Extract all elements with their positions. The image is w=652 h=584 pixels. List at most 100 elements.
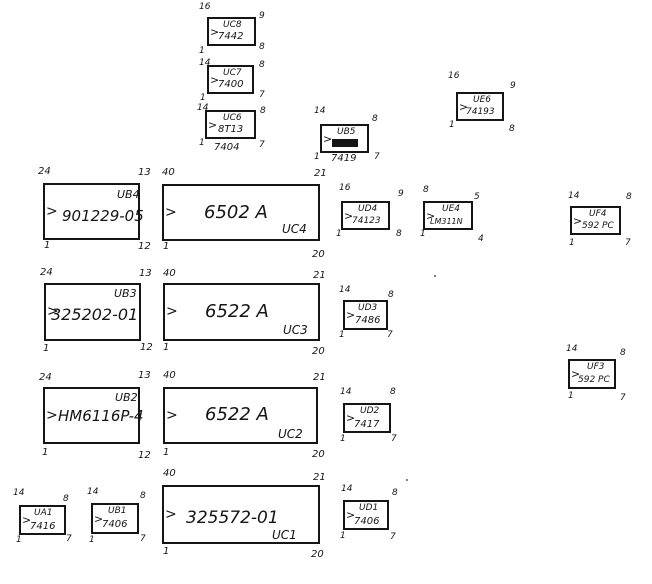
pin-label: 20 [311, 549, 324, 560]
pin1-notch: > [346, 308, 356, 322]
pin1-notch: > [210, 73, 220, 86]
pin-label: 7 [66, 534, 72, 544]
chip-ref: UC8 [223, 20, 242, 30]
pin1-notch: > [346, 411, 356, 425]
pin-label: 13 [138, 370, 151, 381]
chip-ue4: > UE4 LM311N [423, 201, 473, 230]
chip-ref: UB4 [117, 188, 140, 201]
pencil-dot [406, 479, 408, 481]
pin1-notch: > [165, 506, 177, 522]
chip-uc7: > UC7 7400 [207, 65, 254, 94]
pin-label: 40 [163, 468, 176, 479]
chip-part: 74123 [352, 216, 381, 226]
chip-part: 7417 [354, 419, 380, 430]
chip-ub1: > UB1 7406 [91, 503, 139, 534]
chip-ue6: > UE6 74193 [456, 92, 504, 121]
chip-ref: UD4 [358, 204, 378, 214]
pin-label: 9 [510, 81, 516, 91]
pin-label: 1 [163, 447, 170, 458]
chip-uc4: > 6502 A UC4 [162, 184, 320, 241]
chip-ub2: > UB2 HM6116P-4 [43, 387, 144, 444]
pin-label: 1 [339, 330, 345, 340]
chip-ref: UC4 [282, 222, 307, 236]
chip-part: 7406 [102, 519, 128, 530]
pin-label: 21 [313, 472, 326, 483]
pin-label: 40 [163, 268, 176, 279]
chip-ref: UB1 [108, 506, 127, 516]
pin1-notch: > [323, 132, 333, 145]
chip-part: 325572-01 [186, 508, 279, 528]
pin-label: 8 [372, 114, 378, 124]
pin-label: 1 [340, 434, 346, 444]
pin-label: 8 [140, 491, 146, 501]
pin-label: 1 [163, 241, 170, 252]
chip-part: 7416 [30, 521, 56, 532]
pin-label: 8 [396, 229, 402, 239]
chip-ref: UF3 [587, 362, 605, 372]
chip-part: LM311N [430, 217, 463, 226]
pin-label: 1 [314, 152, 320, 162]
pin-label: 4 [478, 234, 484, 244]
chip-ref: UB2 [115, 391, 138, 404]
pin-label: 21 [313, 270, 326, 281]
pin-label: 21 [314, 168, 327, 179]
pin1-notch: > [47, 303, 59, 320]
chip-part: 6522 A [205, 301, 269, 322]
pin1-notch: > [344, 209, 354, 222]
chip-ref: UC3 [283, 323, 308, 337]
pin-label: 1 [200, 93, 206, 103]
pin-label: 40 [163, 370, 176, 381]
pin-label: 12 [138, 450, 151, 461]
pin-label: 40 [162, 167, 175, 178]
pin-label: 24 [40, 267, 53, 278]
pin1-notch: > [426, 209, 436, 222]
pin-label: 7 [259, 140, 265, 150]
pin-label: 8 [423, 185, 429, 195]
pin1-notch: > [166, 303, 178, 320]
pin1-notch: > [165, 204, 177, 220]
pin-label: 1 [449, 120, 455, 130]
pin-label: 8 [63, 494, 69, 504]
chip-part: 592 PC [578, 375, 610, 385]
pin-label: 1 [569, 238, 575, 248]
chip-part: 6522 A [205, 404, 269, 425]
pin-label: 7 [620, 393, 626, 403]
pin1-notch: > [22, 513, 32, 527]
pin-label: 14 [199, 58, 211, 68]
pin-label: 16 [448, 71, 460, 81]
chip-ref: UC7 [223, 68, 242, 78]
pin-label: 9 [398, 189, 404, 199]
chip-uc1: > 325572-01 UC1 [162, 485, 320, 544]
chip-ref: UD2 [360, 406, 380, 416]
pin-label: 13 [138, 167, 151, 178]
pin-label: 9 [259, 11, 265, 21]
pin-label: 8 [509, 124, 515, 134]
pin-label: 7 [374, 152, 380, 162]
pin1-notch: > [459, 100, 469, 113]
chip-part: 6502 A [204, 202, 268, 223]
pin-label: 14 [13, 488, 25, 498]
pin-label: 1 [16, 535, 22, 545]
pin-label: 14 [340, 387, 352, 397]
pin1-notch: > [46, 203, 58, 219]
chip-uf4: > UF4 592 PC [570, 206, 621, 235]
chip-part: 7406 [354, 516, 380, 527]
pin-label: 12 [138, 241, 151, 252]
chip-ud3: > UD3 7486 [343, 300, 388, 330]
chip-ub3: > UB3 325202-01 [44, 283, 141, 341]
chip-part: 592 PC [582, 221, 614, 231]
pin-label: 1 [44, 240, 51, 251]
pin-label: 20 [312, 249, 325, 260]
chip-ref: UD3 [358, 303, 378, 313]
chip-ref: UA1 [34, 508, 53, 518]
chip-part: 325202-01 [51, 305, 139, 324]
chip-ref: UD1 [359, 503, 379, 513]
pin-label: 14 [566, 344, 578, 354]
pin-label: 7 [390, 532, 396, 542]
pin-label: 24 [38, 166, 51, 177]
chip-part: 901229-05 [62, 207, 144, 225]
pin-label: 21 [313, 372, 326, 383]
pin-label: 1 [43, 343, 50, 354]
pin-label: 14 [568, 191, 580, 201]
pin-label: 13 [139, 268, 152, 279]
